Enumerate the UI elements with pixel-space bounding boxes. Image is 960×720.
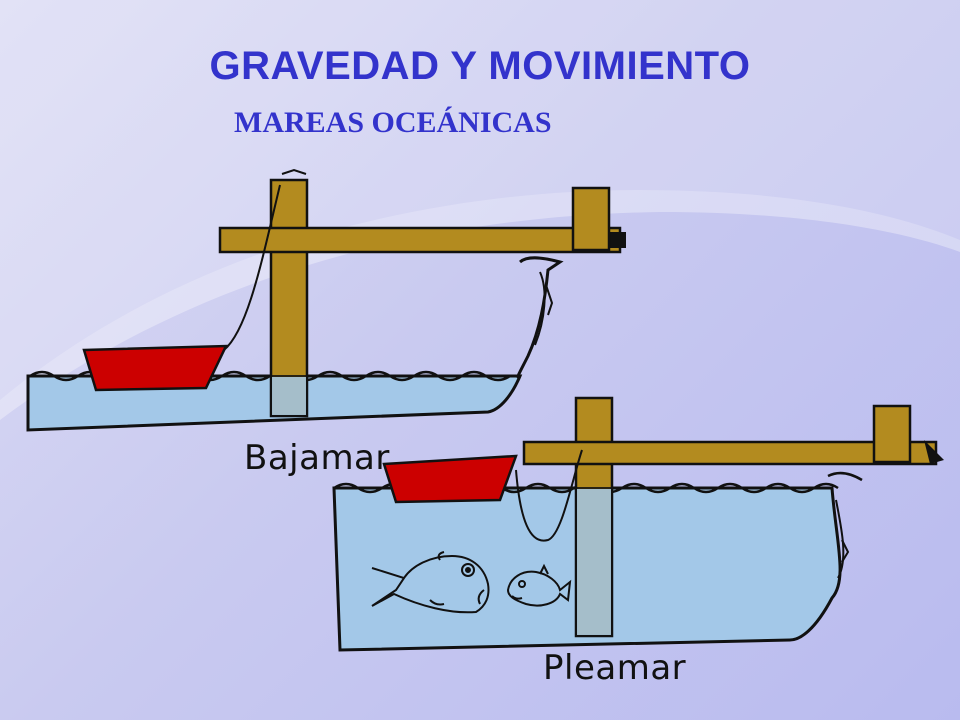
low-tide-right-post — [571, 186, 611, 252]
high-tide-rope — [515, 449, 583, 542]
low-tide-panel — [26, 168, 626, 432]
slide-title: GRAVEDAD Y MOVIMIENTO — [209, 44, 751, 88]
low-tide-rope — [223, 184, 281, 351]
high-tide-boat — [382, 454, 518, 504]
high-tide-right-post — [872, 404, 912, 464]
small-fish-icon — [506, 563, 572, 607]
low-tide-boat — [82, 344, 229, 392]
low-tide-caption: Bajamar — [244, 438, 390, 478]
low-tide-pier-beam — [218, 226, 622, 254]
high-tide-panel — [332, 396, 944, 652]
low-tide-shore — [516, 256, 564, 379]
high-tide-caption: Pleamar — [543, 648, 687, 688]
slide-subtitle: MAREAS OCEÁNICAS — [234, 106, 552, 139]
large-fish-icon — [371, 551, 490, 614]
